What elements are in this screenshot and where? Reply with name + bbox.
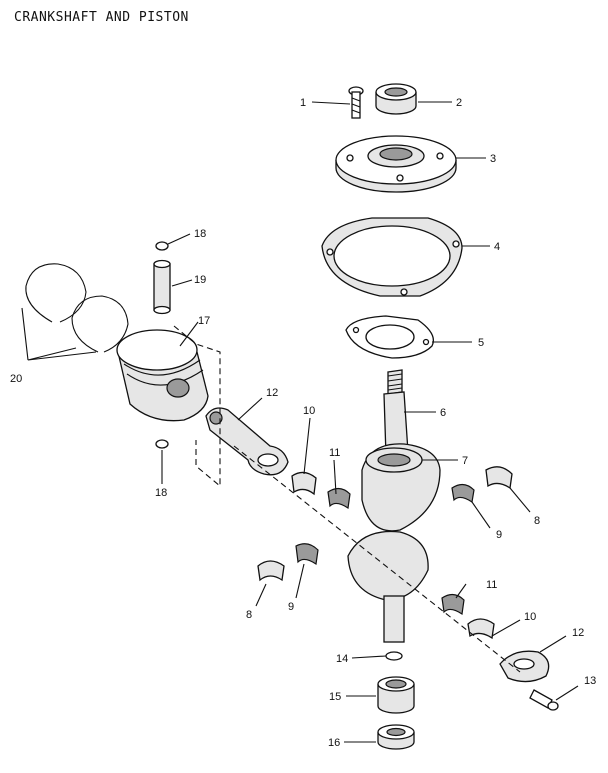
- part-clip-18-upper: [155, 241, 169, 251]
- callout-8-right: 8: [534, 515, 540, 527]
- callout-8-left: 8: [246, 609, 252, 621]
- part-needle-cage-9-left: [295, 543, 319, 566]
- callout-17: 17: [198, 315, 210, 327]
- part-piston-rings-20: [25, 263, 129, 353]
- part-needle-cage-11-lower: [441, 593, 465, 616]
- callout-5: 5: [478, 337, 484, 349]
- part-seal-2: [375, 83, 417, 115]
- callout-18-lower: 18: [155, 487, 167, 499]
- part-bearing-half-10-lower: [467, 618, 495, 640]
- crank-alignment-line: [233, 445, 521, 673]
- callout-10-lower: 10: [524, 611, 536, 623]
- part-washer-14: [385, 651, 403, 661]
- part-piston-17: [116, 329, 209, 422]
- callout-20: 20: [10, 373, 22, 385]
- callout-11-lower: 11: [486, 579, 497, 591]
- part-bearing-7: [365, 447, 423, 473]
- callout-3: 3: [490, 153, 496, 165]
- callout-9-left: 9: [288, 601, 294, 613]
- part-bolt-13: [529, 689, 559, 711]
- part-gasket-4: [321, 217, 463, 297]
- part-screw-1: [348, 86, 364, 119]
- page-title: CRANKSHAFT AND PISTON: [14, 10, 189, 25]
- callout-4: 4: [494, 241, 500, 253]
- part-bearing-half-8-left: [257, 560, 285, 582]
- callout-12-upper: 12: [266, 387, 278, 399]
- callout-14: 14: [336, 653, 348, 665]
- alignment-guide: [173, 325, 221, 488]
- part-crankshaft-6: [347, 369, 441, 643]
- callout-19: 19: [194, 274, 206, 286]
- part-connecting-rod-cap-12-lower: [499, 650, 550, 683]
- part-connecting-rod-12-upper: [205, 407, 289, 476]
- part-seal-16: [377, 724, 415, 750]
- part-bearing-half-8-right: [485, 466, 513, 490]
- callout-9-right: 9: [496, 529, 502, 541]
- part-needle-cage-9-right: [451, 483, 475, 504]
- callout-1: 1: [300, 97, 306, 109]
- callout-16: 16: [328, 737, 340, 749]
- callout-10-upper: 10: [303, 405, 315, 417]
- part-needle-cage-11-upper: [327, 487, 351, 510]
- leader-lines: [21, 101, 579, 743]
- callout-6: 6: [440, 407, 446, 419]
- part-gasket-5: [345, 315, 435, 359]
- part-clip-18-lower: [155, 439, 169, 449]
- callout-7: 7: [462, 455, 468, 467]
- part-bearing-half-10-upper: [291, 471, 317, 496]
- callout-2: 2: [456, 97, 462, 109]
- part-bushing-15: [377, 676, 415, 714]
- callout-11-upper: 11: [329, 447, 340, 459]
- part-piston-pin-19: [153, 259, 171, 315]
- callout-13: 13: [584, 675, 596, 687]
- part-bearing-housing-3: [335, 135, 457, 193]
- callout-18-upper: 18: [194, 228, 206, 240]
- callout-12-lower: 12: [572, 627, 584, 639]
- callout-15: 15: [329, 691, 341, 703]
